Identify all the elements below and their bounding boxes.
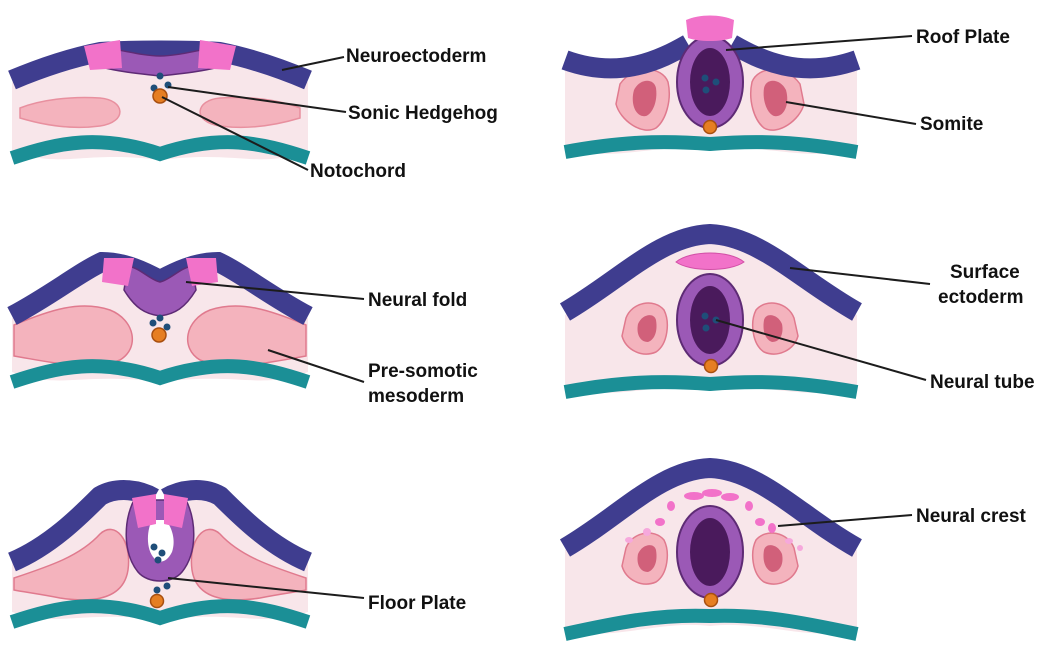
notochord	[151, 595, 164, 608]
shh-dot	[157, 73, 164, 80]
roof-plate-cap	[686, 16, 734, 42]
label-neuroectoderm: Neuroectoderm	[346, 46, 486, 67]
label-surface-ectoderm-line1: Surface	[950, 262, 1020, 283]
label-notochord: Notochord	[310, 161, 406, 182]
label-floor-plate: Floor Plate	[368, 593, 466, 614]
tube-lumen	[690, 286, 730, 354]
endoderm	[565, 382, 857, 392]
panel-neural-tube	[565, 234, 857, 393]
tube-lumen	[690, 48, 730, 116]
shh-dot	[164, 583, 171, 590]
panel-roof-plate	[565, 16, 857, 154]
neural-crest-cell	[702, 489, 722, 497]
neural-crest-cell	[655, 518, 665, 526]
notochord	[705, 594, 718, 607]
neural-crest-cell	[745, 501, 753, 511]
label-somite: Somite	[920, 114, 983, 135]
shh-dot	[155, 557, 162, 564]
label-pre-somitic-line2: mesoderm	[368, 386, 464, 407]
panel-floor-plate	[12, 490, 308, 622]
notochord	[152, 328, 166, 342]
label-sonic-hedgehog: Sonic Hedgehog	[348, 103, 498, 124]
panel-neural-fold	[12, 258, 308, 382]
notochord	[153, 89, 167, 103]
neural-crest-cell	[721, 493, 739, 501]
shh-dot	[150, 320, 157, 327]
label-surface-ectoderm-line2: ectoderm	[938, 287, 1024, 308]
tube-lumen	[690, 518, 730, 586]
neural-crest-cell	[667, 501, 675, 511]
endoderm	[565, 142, 857, 152]
shh-dot	[154, 587, 161, 594]
neural-crest-cell	[785, 538, 793, 544]
label-neural-tube: Neural tube	[930, 372, 1035, 393]
neural-crest-cell	[625, 537, 633, 543]
neural-crest-cell	[684, 492, 704, 500]
shh-dot	[703, 87, 710, 94]
label-pre-somitic-line1: Pre-somotic	[368, 361, 478, 382]
neural-crest-cell	[755, 518, 765, 526]
neural-crest-cell	[797, 545, 803, 551]
shh-dot	[703, 325, 710, 332]
leader-roof-plate	[726, 36, 912, 50]
panel-neural-crest	[565, 468, 857, 634]
neural-crest-cell	[768, 523, 776, 533]
shh-dot	[151, 544, 158, 551]
neural-crest-cell	[643, 528, 651, 536]
label-roof-plate: Roof Plate	[916, 27, 1010, 48]
label-neural-crest: Neural crest	[916, 506, 1027, 527]
shh-dot	[702, 313, 709, 320]
shh-dot	[702, 75, 709, 82]
shh-dot	[164, 324, 171, 331]
shh-dot	[159, 550, 166, 557]
shh-dot	[157, 315, 164, 322]
notochord	[705, 360, 718, 373]
notochord	[704, 121, 717, 134]
label-neural-fold: Neural fold	[368, 290, 467, 311]
shh-dot	[713, 79, 720, 86]
